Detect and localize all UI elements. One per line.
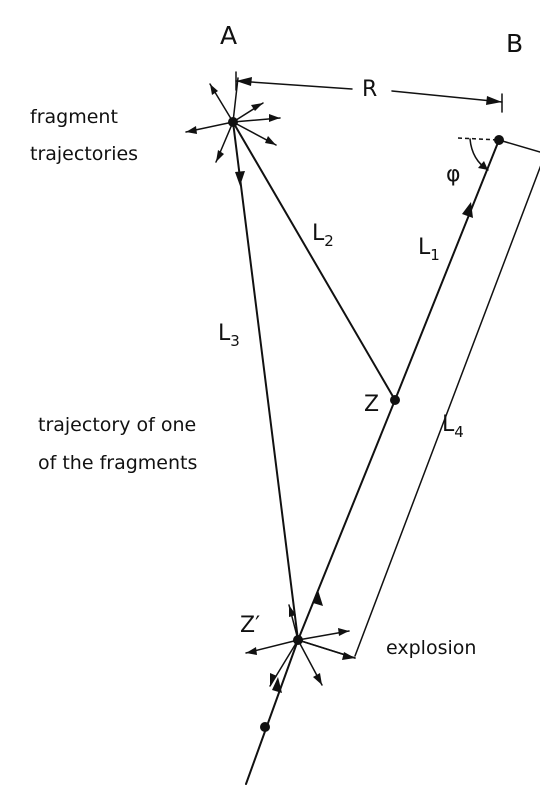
r-arrow-left (236, 77, 252, 86)
line-particle-lower (245, 639, 299, 785)
phi-arc-arrow (478, 161, 488, 170)
label-fragment-line1: fragment (30, 106, 118, 128)
lower-path-arrow-2 (272, 677, 282, 693)
label-l3: L3 (218, 321, 240, 350)
point-a-marker (228, 117, 238, 127)
phi-reference-line (457, 137, 500, 141)
line-l2 (232, 121, 396, 401)
label-fragment-line2: trajectories (30, 143, 138, 165)
label-z-prime: Z′ (240, 613, 260, 638)
l1-direction-arrow (462, 202, 473, 218)
label-l4: L4 (442, 412, 464, 441)
point-b-marker (494, 135, 504, 145)
r-arrow-right (486, 96, 502, 105)
label-a: A (220, 21, 237, 50)
point-z-marker (390, 395, 400, 405)
l4-connector-top (498, 139, 540, 153)
label-r: R (362, 77, 377, 102)
point-z-prime-marker (293, 635, 303, 645)
lower-path-arrow-1 (313, 590, 323, 606)
label-trajectory-line1: trajectory of one (38, 414, 196, 436)
label-z: Z (364, 392, 379, 417)
r-line-left (235, 80, 353, 90)
fragment-arrows-a (185, 77, 281, 163)
label-b: B (506, 29, 523, 58)
r-line-right (391, 90, 503, 103)
label-phi: φ (446, 162, 461, 187)
line-l4 (354, 165, 540, 657)
line-l1 (394, 139, 500, 401)
point-origin-marker (260, 722, 270, 732)
label-explosion: explosion (386, 637, 476, 659)
label-l2: L2 (312, 221, 334, 250)
l3-direction-arrow (235, 171, 245, 186)
label-trajectory-line2: of the fragments (38, 452, 197, 474)
line-z-prime-to-z (297, 399, 396, 641)
label-l1: L1 (418, 235, 440, 264)
fragment-arrows-z-prime (245, 604, 356, 687)
line-l3 (232, 121, 299, 641)
